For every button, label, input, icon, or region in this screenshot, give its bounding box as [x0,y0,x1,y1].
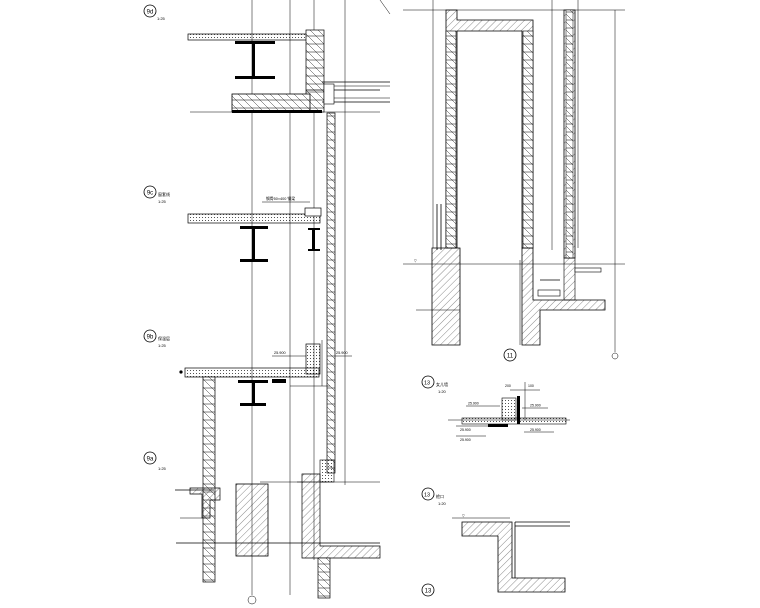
foundation-9a [301,473,381,559]
detail-9b-level-1: 25.900 [274,351,286,355]
detail-tag-9a-label: 9a [147,457,154,463]
detail-9a: 9a 1:25 [143,451,381,599]
detail-13a: 13 檐口 1:20 ▽ 13 [421,487,570,597]
detail-13b-level-5: 25.900 [530,428,541,432]
wall-foot-right [521,247,606,346]
detail-13b-scale: 1:20 [438,389,447,394]
detail-13b-level-2: 25.900 [530,404,541,408]
detail-tag-13b-label: 13 [424,381,430,387]
parapet-13b [501,397,517,421]
detail-tag-11-label: 11 [507,354,514,360]
roof-slab-9d [187,33,311,41]
detail-13b-level-1: 25.900 [468,402,479,406]
detail-9d: 9d 1:25 [143,4,390,113]
floor-slab-9b [184,367,320,378]
detail-9b: 9b 保温层 1:25 25.900 25.900 [143,329,352,583]
detail-11-level-mark: ▽ [414,259,418,263]
detail-9b-level-2: 25.900 [336,351,348,355]
detail-13b-level-3: 25.900 [460,428,471,432]
detail-13a-scale: 1:20 [438,501,447,506]
detail-13a-level-mark: ▽ [462,514,466,518]
cornice-section-13a [461,521,566,593]
detail-13b-dim-2: 100 [528,384,534,388]
wall-section-left [445,9,534,249]
detail-tag-13a-label: 13 [424,493,430,499]
detail-9d-scale: 1:25 [157,16,166,21]
detail-tag-13a [421,487,435,501]
detail-9c: 9c 窗套线 1:25 钢骨50×400 钢梁 [143,185,322,262]
detail-13b: 13 女儿墙 1:20 200 100 25.900 25.900 25.900… [421,375,570,442]
detail-tag-9d-label: 9d [147,10,154,16]
detail-9a-scale: 1:25 [158,466,167,471]
wall-foot-left [431,247,461,346]
detail-tag-9c-label: 9c [147,191,153,197]
detail-tag-11 [503,348,517,362]
detail-9b-scale: 1:25 [158,343,167,348]
guide-lines-left [190,0,391,605]
detail-9c-scale: 1:25 [158,199,167,204]
detail-tag-9d [143,4,157,18]
detail-tag-9a [143,451,157,465]
brick-wall-9b [202,376,216,583]
detail-tag-9c [143,185,157,199]
concrete-column-9a [235,483,269,557]
detail-13b-dim-1: 200 [505,384,511,388]
detail-13a-note: 檐口 [436,493,444,499]
detail-tag-9b-label: 9b [147,335,154,341]
detail-tag-13-label: 13 [425,589,432,595]
detail-9b-note: 保温层 [158,335,170,341]
detail-tag-9b [143,329,157,343]
detail-tag-13b [421,375,435,389]
detail-11: ▽ 11 [403,0,625,362]
detail-9c-callout: 钢骨50×400 钢梁 [266,196,295,201]
brick-column [326,112,336,474]
detail-13b-level-4: 25.900 [460,438,471,442]
detail-9c-note: 窗套线 [158,191,170,197]
detail-tag-13 [421,583,435,597]
floor-slab-9c [187,213,321,224]
detail-13b-note: 女儿墙 [436,381,448,387]
